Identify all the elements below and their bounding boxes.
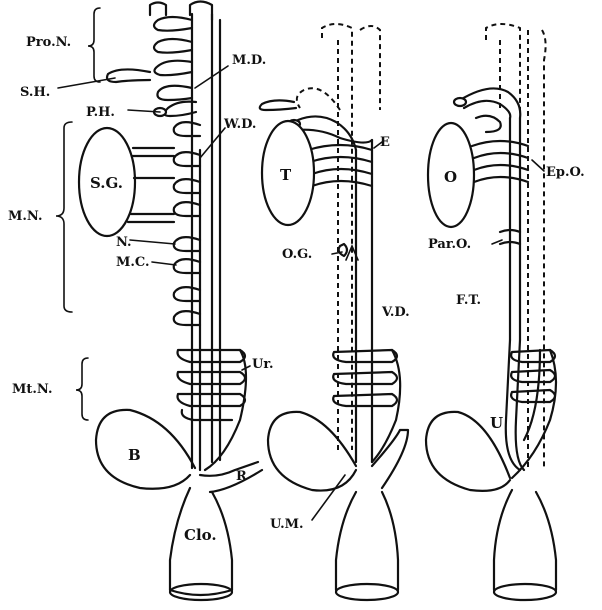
label-mesonephric-canal: M.C. — [116, 255, 150, 270]
label-organ-of-giraldes: O.G. — [282, 247, 312, 262]
rectum — [198, 460, 260, 477]
panel-male — [258, 23, 410, 602]
label-ovary: O — [444, 168, 457, 186]
label-vas-deferens: V.D. — [381, 305, 410, 320]
label-sexual-gland: S.G. — [90, 174, 123, 192]
male-bladder — [266, 410, 358, 492]
label-rectum: R — [236, 469, 247, 484]
pronephros-tubules — [152, 15, 194, 77]
ovary — [426, 121, 476, 229]
label-wolffian-duct: W.D. — [223, 117, 256, 132]
duct-top-cap — [148, 1, 168, 17]
organ-of-giraldes — [337, 242, 349, 258]
label-uterus-masculinus: U.M. — [270, 517, 304, 532]
label-sessile-hydatid: S.H. — [20, 85, 50, 100]
label-metanephros: Mt.N. — [12, 382, 53, 397]
cloaca-left — [168, 486, 192, 592]
label-mesonephros: M.N. — [8, 209, 43, 224]
sessile-hydatid — [105, 68, 152, 84]
label-epididymis: E — [380, 135, 390, 150]
testis — [260, 119, 316, 227]
panel-female — [424, 23, 558, 602]
label-pronephros: Pro.N. — [26, 35, 71, 50]
metanephros — [176, 348, 248, 472]
ureter — [203, 348, 248, 472]
brace-pronephros — [87, 7, 101, 83]
label-pedunculated-hydatid: P.H. — [86, 105, 115, 120]
label-paroophoron: Par.O. — [428, 237, 471, 252]
label-testis: T — [280, 166, 292, 184]
cloaca-right — [210, 490, 234, 592]
panel-indifferent — [77, 0, 264, 602]
label-bladder: B — [128, 446, 141, 464]
paroophoron — [498, 228, 522, 234]
brace-metanephros — [75, 357, 89, 421]
male-mullerian-dashed-1 — [321, 23, 353, 450]
brace-mesonephros — [55, 121, 73, 313]
cloaca-opening — [168, 582, 234, 602]
label-mullerian-duct: M.D. — [232, 53, 266, 68]
label-fallopian-tube: F.T. — [456, 293, 481, 308]
labels: Pro.N. S.H. M.D. P.H. W.D. S.G. M.N. N. … — [8, 35, 585, 544]
sexual-gland — [77, 126, 137, 238]
bladder — [94, 408, 197, 490]
female-bladder — [424, 410, 512, 492]
label-epoophoron: Ep.O. — [546, 165, 585, 180]
label-n: N. — [116, 235, 132, 250]
label-uterus: U — [490, 414, 503, 432]
label-cloaca: Clo. — [184, 526, 217, 544]
mesonephric-tubules — [172, 121, 202, 327]
label-ureter: Ur. — [252, 357, 274, 372]
duct-top-cap-2 — [188, 0, 214, 22]
